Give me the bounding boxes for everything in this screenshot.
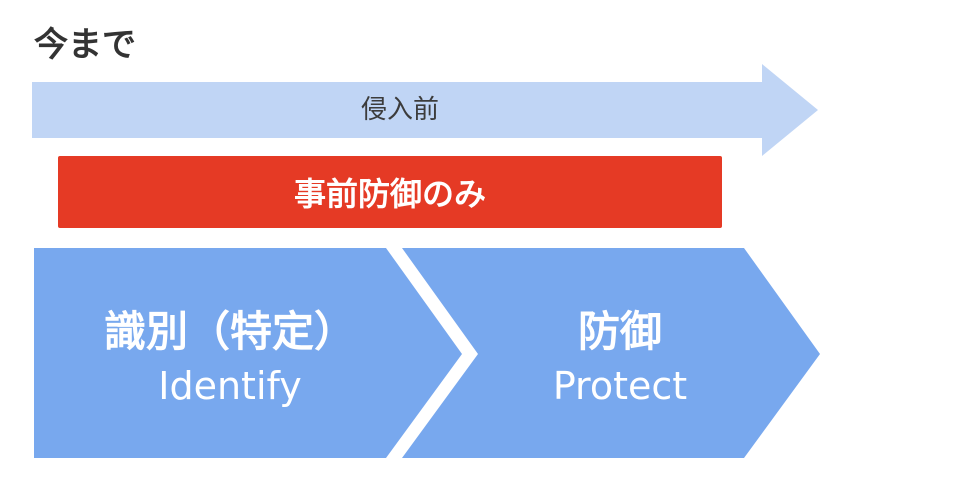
step-identify: 識別（特定） Identify [60, 306, 400, 410]
timeline-label: 侵入前 [360, 95, 439, 125]
banner-label: 事前防御のみ [293, 175, 486, 213]
step-identify-subtitle: Identify [158, 364, 302, 408]
step-protect-subtitle: Protect [552, 364, 688, 408]
step-protect-title: 防御 [577, 307, 662, 356]
step-protect: 防御 Protect [460, 306, 780, 410]
pre-defense-banner: 事前防御のみ [58, 156, 722, 228]
timeline-arrow [32, 64, 818, 156]
chevron-identify [34, 248, 462, 458]
page-title: 今まで [34, 25, 136, 65]
step-identify-title: 識別（特定） [103, 307, 356, 356]
chevron-protect [402, 248, 820, 458]
